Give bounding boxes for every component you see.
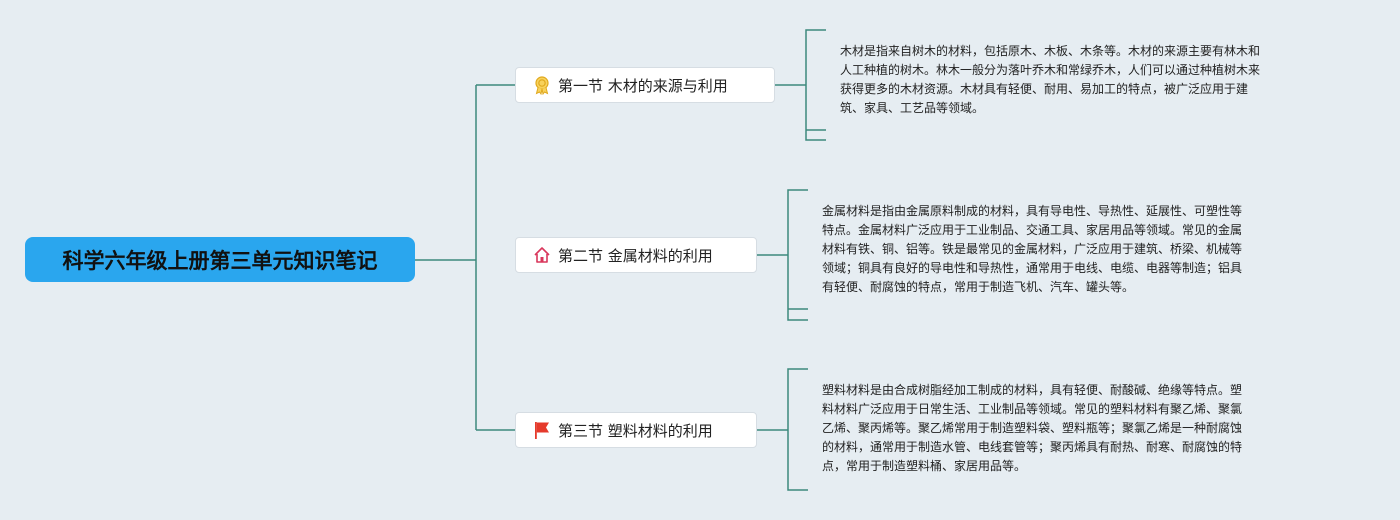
note-line: 获得更多的木材资源。木材具有轻便、耐用、易加工的特点，被广泛应用于建	[840, 82, 1249, 96]
section-label: 第三节 塑料材料的利用	[558, 421, 713, 440]
section-node-plastic[interactable]: 第三节 塑料材料的利用	[515, 412, 757, 448]
award-ribbon-icon	[532, 75, 552, 95]
red-flag-icon	[532, 420, 552, 440]
root-node[interactable]: 科学六年级上册第三单元知识笔记	[25, 237, 415, 282]
home-icon	[532, 245, 552, 265]
note-line: 木材是指来自树木的材料，包括原木、木板、木条等。木材的来源主要有林木和	[840, 44, 1261, 58]
note-line: 金属材料是指由金属原料制成的材料，具有导电性、导热性、延展性、可塑性等	[822, 204, 1243, 218]
note-line: 人工种植的树木。林木一般分为落叶乔木和常绿乔木，人们可以通过种植树木来	[840, 63, 1261, 77]
note-line: 特点。金属材料广泛应用于工业制品、交通工具、家居用品等领域。常见的金属	[822, 223, 1243, 237]
section-label: 第一节 木材的来源与利用	[558, 76, 728, 95]
note-plastic: 塑料材料是由合成树脂经加工制成的材料，具有轻便、耐酸碱、绝缘等特点。塑 料材料广…	[822, 381, 1242, 476]
note-line: 点，常用于制造塑料桶、家居用品等。	[822, 459, 1027, 473]
root-title: 科学六年级上册第三单元知识笔记	[62, 248, 378, 273]
note-line: 的材料，通常用于制造水管、电线套管等；聚丙烯具有耐热、耐寒、耐腐蚀的特	[822, 440, 1243, 454]
note-line: 筑、家具、工艺品等领域。	[840, 101, 985, 115]
bracket-2	[787, 189, 808, 321]
note-wood: 木材是指来自树木的材料，包括原木、木板、木条等。木材的来源主要有林木和 人工种植…	[840, 42, 1260, 118]
section-node-wood[interactable]: 第一节 木材的来源与利用	[515, 67, 775, 103]
note-line: 有轻便、耐腐蚀的特点，常用于制造飞机、汽车、罐头等。	[822, 280, 1135, 294]
note-line: 材料有铁、铜、铝等。铁是最常见的金属材料，广泛应用于建筑、桥梁、机械等	[822, 242, 1243, 256]
section-node-metal[interactable]: 第二节 金属材料的利用	[515, 237, 757, 273]
bracket-3	[787, 368, 808, 491]
note-metal: 金属材料是指由金属原料制成的材料，具有导电性、导热性、延展性、可塑性等 特点。金…	[822, 202, 1242, 297]
note-line: 料材料广泛应用于日常生活、工业制品等领域。常见的塑料材料有聚乙烯、聚氯	[822, 402, 1243, 416]
note-line: 乙烯、聚丙烯等。聚乙烯常用于制造塑料袋、塑料瓶等；聚氯乙烯是一种耐腐蚀	[822, 421, 1243, 435]
note-line: 塑料材料是由合成树脂经加工制成的材料，具有轻便、耐酸碱、绝缘等特点。塑	[822, 383, 1243, 397]
bracket-1	[805, 29, 826, 141]
section-label: 第二节 金属材料的利用	[558, 246, 713, 265]
note-line: 领域；铜具有良好的导电性和导热性，通常用于电线、电缆、电器等制造；铝具	[822, 261, 1243, 275]
